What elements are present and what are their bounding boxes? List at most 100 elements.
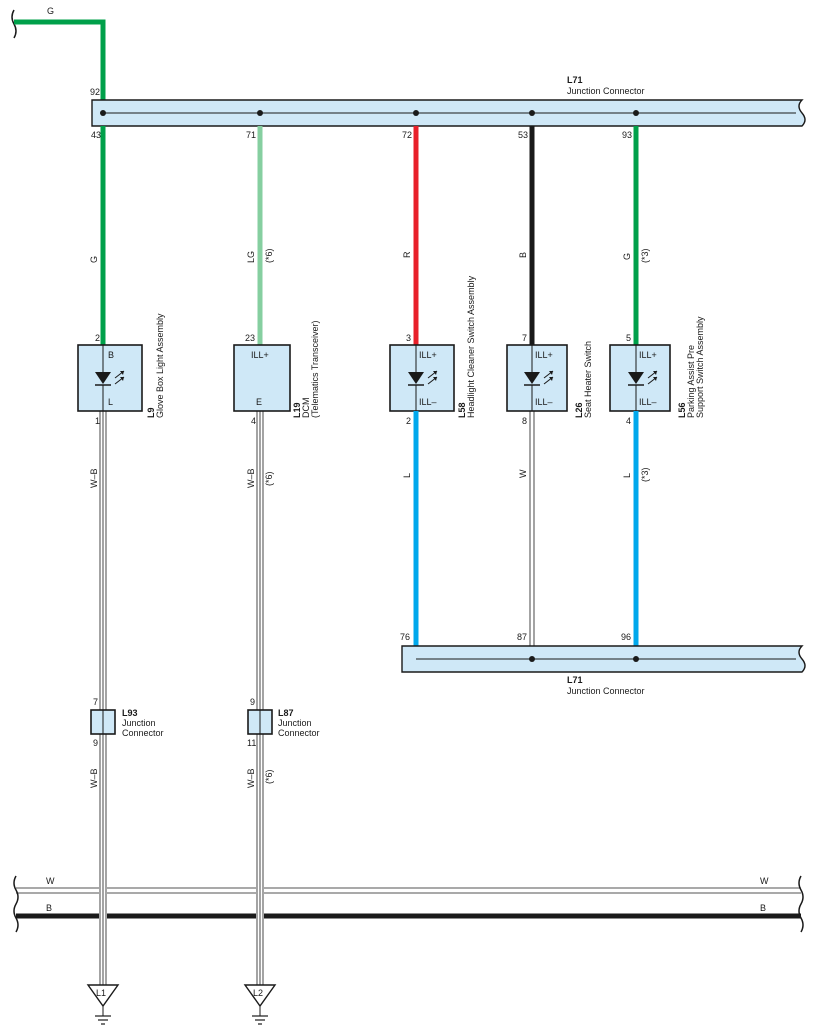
terminal-top: ILL+ — [251, 350, 269, 360]
terminal-top: ILL+ — [535, 350, 553, 360]
pin-bottom: 11 — [247, 738, 256, 748]
pin-bottom: 1 — [95, 416, 100, 426]
junction-id: L93 — [122, 708, 138, 718]
wire-code-col1-ground: W–B — [89, 768, 99, 788]
bus-b-left: B — [46, 903, 52, 913]
upper-wires: G LG (*6) R B G (*3) — [89, 126, 650, 345]
pin-bottom: 9 — [93, 738, 98, 748]
wire-break-mark-right — [798, 875, 804, 933]
wire-code-col5-upper: G — [622, 253, 632, 260]
pin-53: 53 — [518, 130, 528, 140]
pin-72: 72 — [402, 130, 412, 140]
ground-wires-left: W–B W–B (*6) W–B W–B (*6) — [89, 411, 274, 985]
wire-code-col2-ground: W–B — [246, 768, 256, 788]
component-name: Parking Assist Pre — [686, 345, 696, 418]
component-box — [77, 344, 143, 412]
junction-name-line2: Connector — [122, 728, 164, 738]
component-id: L9 — [146, 407, 156, 418]
component-name: Headlight Cleaner Switch Assembly — [466, 275, 476, 418]
pin-bottom: 8 — [522, 416, 527, 426]
component-id: L58 — [457, 402, 467, 418]
terminal-top: ILL+ — [639, 350, 657, 360]
pin-43: 43 — [91, 130, 101, 140]
pin-93: 93 — [622, 130, 632, 140]
splice-dot — [529, 110, 535, 116]
terminal-bottom: ILL– — [639, 397, 657, 407]
bus-lines: W W B B — [13, 875, 804, 933]
wire-code-col4-upper: B — [518, 252, 528, 258]
pin-bottom: 4 — [251, 416, 256, 426]
junction-connector-top: L71 Junction Connector 92 43 71 72 53 93 — [90, 75, 806, 140]
ground-label: L2 — [253, 988, 263, 998]
component-box — [233, 344, 291, 412]
wire-code-col5-lower: L — [622, 473, 632, 478]
splice-dot — [257, 110, 263, 116]
wire-code-col3-lower: L — [402, 473, 412, 478]
note-col5-lower: (*3) — [640, 467, 650, 482]
terminal-top: B — [108, 350, 114, 360]
led-icon — [524, 345, 554, 411]
terminal-bottom: ILL– — [535, 397, 553, 407]
junction-name-line2: Connector — [278, 728, 320, 738]
component-l58-headlight-cleaner-switch: 3 2 ILL+ ILL– L58 Headlight Cleaner Swit… — [389, 275, 476, 426]
junction-bottom-id: L71 — [567, 675, 583, 685]
ground-icon — [86, 984, 120, 1008]
junction-name-line1: Junction — [278, 718, 312, 728]
junction-connector-l87: 9 11 L87 Junction Connector — [247, 697, 320, 748]
component-id: L19 — [292, 402, 302, 418]
component-l56-parking-assist-switch: 5 4 ILL+ ILL– L56 Parking Assist Pre Sup… — [609, 316, 705, 426]
pin-71: 71 — [246, 130, 256, 140]
note-col5-upper: (*3) — [640, 248, 650, 263]
pin-bottom: 2 — [406, 416, 411, 426]
terminal-bottom: L — [108, 397, 113, 407]
splice-dot — [529, 656, 535, 662]
junction-bottom-name: Junction Connector — [567, 686, 645, 696]
wire-code-col1-upper: G — [89, 256, 99, 263]
terminal-bottom: ILL– — [419, 397, 437, 407]
top-wire-code: G — [47, 6, 54, 16]
ground-l2: L2 — [243, 984, 277, 1025]
component-id: L56 — [677, 402, 687, 418]
splice-dot — [633, 656, 639, 662]
led-icon — [408, 345, 438, 411]
junction-connector-bottom: 76 87 96 L71 Junction Connector — [400, 632, 806, 696]
wire-code-col3-upper: R — [402, 251, 412, 258]
component-name: DCM — [301, 398, 311, 419]
component-box — [506, 344, 568, 412]
wire-code-col2-upper: LG — [246, 251, 256, 263]
pin-76: 76 — [400, 632, 410, 642]
ground-icon — [243, 984, 277, 1008]
wire-code-col1-lower: W–B — [89, 468, 99, 488]
component-l19-dcm: 23 4 ILL+ E L19 DCM (Telematics Transcei… — [233, 320, 320, 426]
splice-dot — [633, 110, 639, 116]
note-col2-upper: (*6) — [264, 248, 274, 263]
led-icon — [628, 345, 658, 411]
component-l26-seat-heater-switch: 7 8 ILL+ ILL– L26 Seat Heater Switch — [506, 333, 593, 426]
wire-code-col4-lower: W — [518, 469, 528, 478]
junction-connector-l93: 7 9 L93 Junction Connector — [90, 697, 164, 748]
pin-bottom: 4 — [626, 416, 631, 426]
component-box — [389, 344, 455, 412]
terminal-bottom: E — [256, 397, 262, 407]
bus-b-right: B — [760, 903, 766, 913]
pin-top: 2 — [95, 333, 100, 343]
lower-wires-right: L W L (*3) — [402, 411, 650, 646]
ground-label: L1 — [96, 988, 106, 998]
wire-break-mark-left — [13, 875, 19, 933]
led-icon — [95, 345, 125, 411]
component-name: Glove Box Light Assembly — [155, 313, 165, 418]
pin-top: 7 — [522, 333, 527, 343]
component-name: Seat Heater Switch — [583, 341, 593, 418]
pin-top: 5 — [626, 333, 631, 343]
note-col2-lower: (*6) — [264, 471, 274, 486]
ground-l1: L1 — [86, 984, 120, 1025]
bus-w-right: W — [760, 876, 769, 886]
wire-code-col2-lower: W–B — [246, 468, 256, 488]
pin-top: 23 — [245, 333, 255, 343]
terminal-top: ILL+ — [419, 350, 437, 360]
pin-top: 7 — [93, 697, 98, 707]
junction-top-name: Junction Connector — [567, 86, 645, 96]
top-g-wire: G — [11, 6, 106, 113]
pin-96: 96 — [621, 632, 631, 642]
component-l9-glove-box-light: 2 1 B L L9 Glove Box Light Assembly — [77, 313, 165, 426]
